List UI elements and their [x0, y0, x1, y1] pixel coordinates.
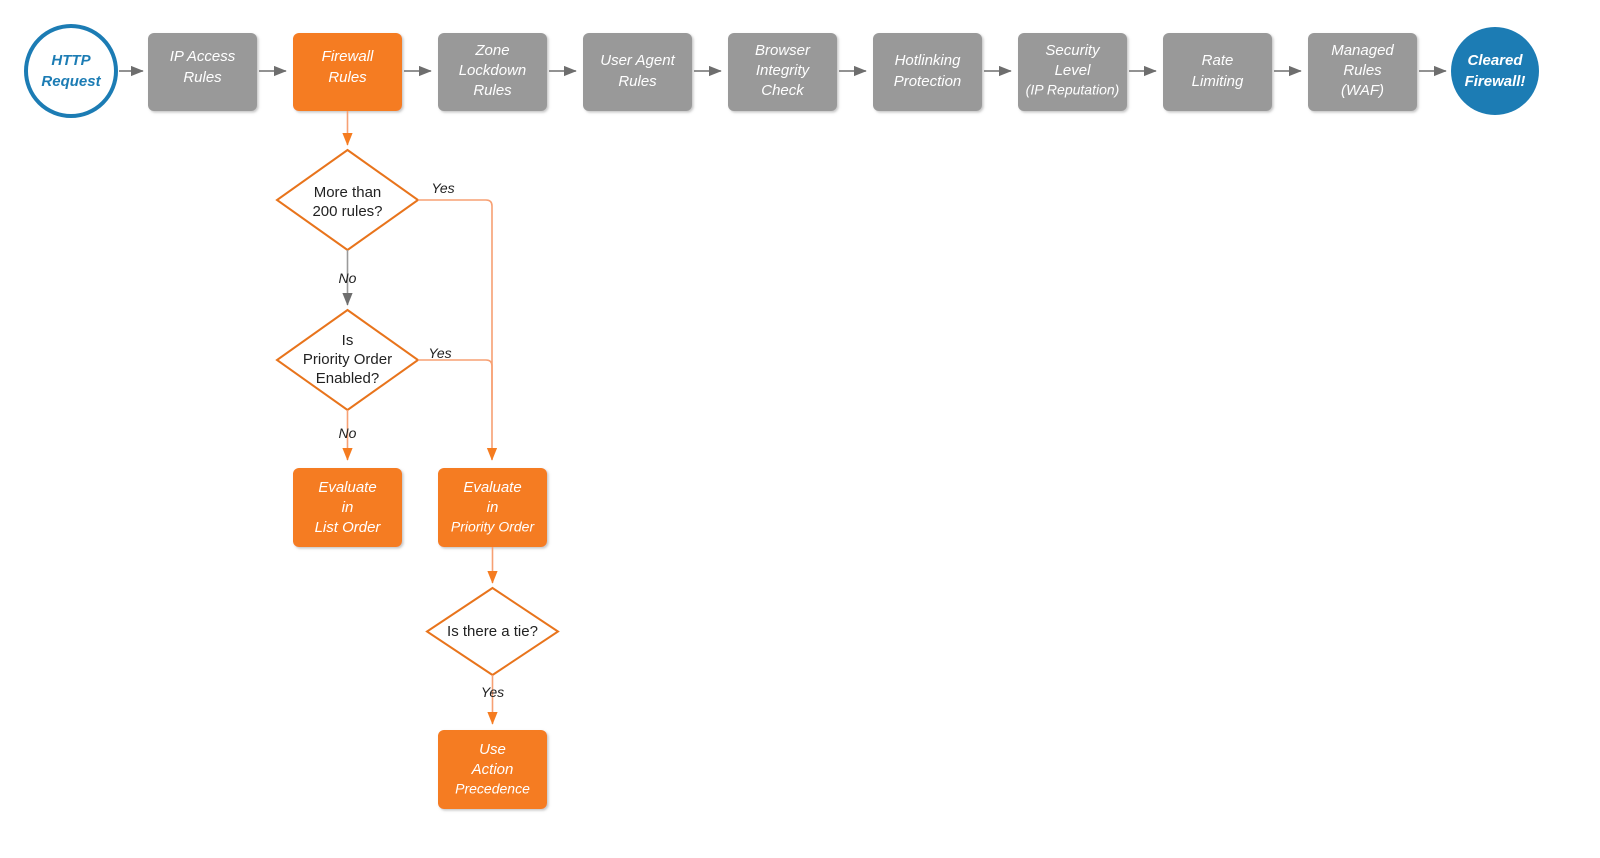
node-browser-integrity-check-line2: Integrity	[756, 62, 811, 79]
node-more-than-200-rules-line2: 200 rules?	[312, 203, 382, 220]
node-more-than-200-rules-line1: More than	[314, 184, 382, 201]
node-firewall-rules-line2: Rules	[328, 69, 367, 86]
node-security-level[interactable]: Security Level (IP Reputation)	[1018, 33, 1127, 111]
node-security-level-line2: Level	[1055, 62, 1092, 79]
node-is-priority-order-enabled-line2: Priority Order	[303, 351, 392, 368]
node-ip-access-rules-line2: Rules	[183, 69, 222, 86]
node-use-action-precedence[interactable]: Use Action Precedence	[438, 730, 547, 809]
node-rate-limiting-line2: Limiting	[1192, 73, 1244, 90]
node-zone-lockdown-rules[interactable]: Zone Lockdown Rules	[438, 33, 547, 111]
node-user-agent-rules-line2: Rules	[618, 73, 657, 90]
node-cleared-firewall-line1: Cleared	[1467, 52, 1523, 69]
node-evaluate-in-priority-order[interactable]: Evaluate in Priority Order	[438, 468, 547, 547]
node-is-priority-order-enabled[interactable]: Is Priority Order Enabled?	[275, 308, 420, 412]
node-http-request-line1: HTTP	[51, 52, 91, 69]
node-is-there-a-tie[interactable]: Is there a tie?	[425, 586, 560, 677]
edge-label-more-than-200-yes: Yes	[431, 180, 454, 196]
node-browser-integrity-check-line1: Browser	[755, 42, 811, 59]
edge-label-more-than-200-no: No	[339, 270, 357, 286]
node-user-agent-rules[interactable]: User Agent Rules	[583, 33, 692, 111]
node-hotlinking-protection-line2: Protection	[894, 73, 962, 90]
node-managed-rules-waf-line2: Rules	[1343, 62, 1382, 79]
node-more-than-200-rules[interactable]: More than 200 rules?	[275, 148, 420, 252]
node-evaluate-in-priority-order-line2: in	[487, 499, 499, 516]
node-browser-integrity-check[interactable]: Browser Integrity Check	[728, 33, 837, 111]
node-http-request[interactable]: HTTP Request	[24, 24, 118, 118]
node-evaluate-in-priority-order-line3: Priority Order	[451, 519, 536, 535]
node-browser-integrity-check-line3: Check	[761, 82, 805, 99]
node-ip-access-rules-line1: IP Access	[170, 48, 236, 65]
node-zone-lockdown-rules-line2: Lockdown	[459, 62, 527, 79]
node-use-action-precedence-line1: Use	[479, 741, 506, 758]
node-rate-limiting-line1: Rate	[1202, 52, 1234, 69]
node-evaluate-in-priority-order-line1: Evaluate	[463, 479, 521, 496]
node-zone-lockdown-rules-line3: Rules	[473, 82, 512, 99]
node-managed-rules-waf-line1: Managed	[1331, 42, 1394, 59]
node-ip-access-rules[interactable]: IP Access Rules	[148, 33, 257, 111]
node-cleared-firewall[interactable]: Cleared Firewall!	[1451, 27, 1539, 115]
node-is-priority-order-enabled-line3: Enabled?	[316, 370, 379, 387]
node-security-level-line1: Security	[1045, 42, 1101, 59]
node-firewall-rules[interactable]: Firewall Rules	[293, 33, 402, 111]
node-evaluate-in-list-order[interactable]: Evaluate in List Order	[293, 468, 402, 547]
node-is-there-a-tie-label: Is there a tie?	[447, 623, 538, 640]
node-managed-rules-waf[interactable]: Managed Rules (WAF)	[1308, 33, 1417, 111]
node-http-request-line2: Request	[41, 73, 101, 90]
node-use-action-precedence-line2: Action	[471, 761, 514, 778]
node-managed-rules-waf-line3: (WAF)	[1341, 82, 1384, 99]
edge-label-priority-order-yes: Yes	[428, 345, 451, 361]
edge-priority-order-yes	[418, 359, 493, 400]
node-is-priority-order-enabled-line1: Is	[342, 332, 354, 349]
node-security-level-line3: (IP Reputation)	[1026, 82, 1120, 98]
node-hotlinking-protection-line1: Hotlinking	[895, 52, 962, 69]
node-user-agent-rules-line1: User Agent	[600, 52, 675, 69]
node-zone-lockdown-rules-line1: Zone	[474, 42, 509, 59]
node-rate-limiting[interactable]: Rate Limiting	[1163, 33, 1272, 111]
node-firewall-rules-line1: Firewall	[322, 48, 374, 65]
node-evaluate-in-list-order-line1: Evaluate	[318, 479, 376, 496]
node-cleared-firewall-line2: Firewall!	[1465, 73, 1526, 90]
node-evaluate-in-list-order-line2: in	[342, 499, 354, 516]
edge-label-tie-yes: Yes	[481, 684, 504, 700]
node-evaluate-in-list-order-line3: List Order	[315, 519, 382, 536]
edge-label-priority-order-no: No	[339, 425, 357, 441]
node-hotlinking-protection[interactable]: Hotlinking Protection	[873, 33, 982, 111]
edge-more-than-200-yes	[418, 199, 498, 461]
node-use-action-precedence-line3: Precedence	[455, 781, 530, 797]
